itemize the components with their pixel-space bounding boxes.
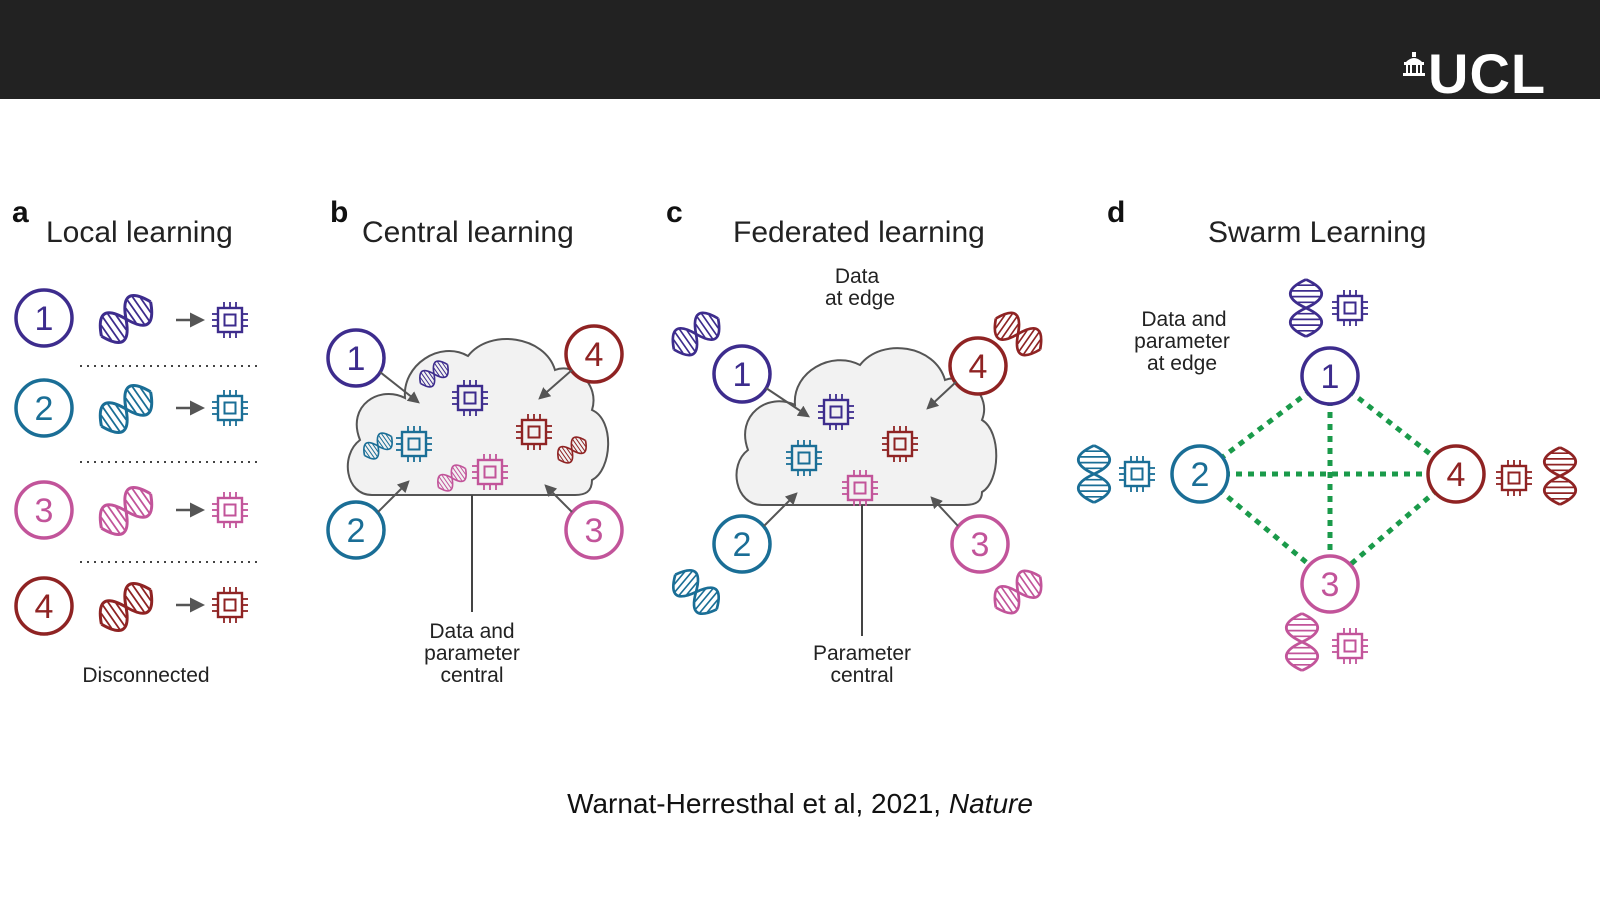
node-1-label: 1 — [733, 356, 752, 394]
arrow-icon — [538, 369, 573, 400]
panel-c-title: Federated learning — [733, 216, 985, 249]
dna-icon — [664, 561, 728, 623]
node-3 — [950, 514, 1010, 574]
panel-b: b Central learning 1 4 2 3 Data and para… — [326, 196, 624, 687]
dna-icon — [986, 562, 1050, 622]
node-2-label: 2 — [35, 390, 54, 428]
node-4-label: 4 — [585, 336, 604, 374]
panel-a: a Local learning 1 2 3 4 — [12, 196, 262, 687]
arrow-icon — [377, 480, 410, 513]
arrow-icon — [926, 381, 957, 410]
panel-d-title: Swarm Learning — [1208, 216, 1426, 249]
node-3 — [564, 500, 624, 560]
node-2-label: 2 — [733, 526, 752, 564]
panel-b-letter: b — [330, 196, 348, 229]
arrow-icon — [765, 387, 810, 418]
node-1 — [14, 288, 74, 348]
panel-d-letter: d — [1107, 196, 1125, 229]
node-1 — [326, 328, 386, 388]
cloud-icon — [735, 347, 998, 506]
panel-c-top-label-line-2: at edge — [825, 287, 895, 310]
dna-icon — [90, 574, 162, 640]
node-2 — [326, 500, 386, 560]
panel-c-caption-line-2: central — [830, 664, 893, 687]
citation-text: Warnat-Herresthal et al, 2021, — [567, 788, 949, 819]
header-bar: UCL — [0, 0, 1600, 104]
dna-icon — [664, 304, 728, 364]
portico-icon — [1403, 52, 1425, 76]
arrow-icon — [544, 484, 573, 513]
chip-icon — [1330, 288, 1370, 328]
dna-icon — [1076, 444, 1112, 504]
node-4 — [1426, 444, 1486, 504]
swarm-links — [1198, 374, 1458, 584]
node-3-label: 3 — [35, 492, 54, 530]
node-1-label: 1 — [35, 300, 54, 338]
node-2-label: 2 — [347, 512, 366, 550]
dna-icon — [1288, 278, 1324, 338]
node-3 — [1300, 554, 1360, 614]
citation-journal: Nature — [948, 788, 1033, 819]
panel-d: d Swarm Learning Data and parameter at e… — [1076, 196, 1578, 672]
citation: Warnat-Herresthal et al, 2021, Nature — [0, 788, 1600, 820]
node-1-label: 1 — [347, 340, 366, 378]
panel-a-row-1: 1 — [14, 286, 250, 352]
chip-icon — [210, 388, 250, 428]
node-4-label: 4 — [35, 588, 54, 626]
node-1 — [1300, 346, 1360, 406]
node-4-label: 4 — [1447, 456, 1466, 494]
panel-c-caption-line-1: Parameter — [813, 642, 911, 665]
chip-icon — [1117, 454, 1157, 494]
node-1-label: 1 — [1321, 358, 1340, 396]
node-4-label: 4 — [969, 348, 988, 386]
chip-icon — [210, 490, 250, 530]
dna-icon — [90, 376, 162, 442]
panel-b-caption-line-3: central — [440, 664, 503, 687]
node-4 — [564, 324, 624, 384]
dna-icon — [90, 478, 162, 544]
dna-icon — [1284, 612, 1320, 672]
node-2 — [14, 378, 74, 438]
arrow-icon — [930, 496, 959, 527]
panel-a-title: Local learning — [46, 216, 233, 249]
arrow-icon — [763, 492, 798, 527]
node-2 — [712, 514, 772, 574]
panel-a-row-2: 2 — [14, 376, 250, 442]
panel-b-title: Central learning — [362, 216, 574, 249]
node-3-label: 3 — [1321, 566, 1340, 604]
panel-d-side-label-line-2: parameter — [1134, 330, 1230, 353]
node-3 — [14, 480, 74, 540]
node-4 — [948, 336, 1008, 396]
panel-c-top-label-line-1: Data — [835, 265, 880, 288]
panel-a-row-3: 3 — [14, 478, 250, 544]
panel-a-caption: Disconnected — [82, 664, 209, 687]
panel-b-caption-line-1: Data and — [429, 620, 514, 643]
dna-icon — [90, 286, 162, 352]
panel-c-letter: c — [666, 196, 683, 229]
node-3-label: 3 — [585, 512, 604, 550]
chip-icon — [210, 300, 250, 340]
chip-icon — [1494, 458, 1534, 498]
node-4 — [14, 576, 74, 636]
panel-d-side-label-line-1: Data and — [1141, 308, 1226, 331]
dna-icon — [1542, 446, 1578, 506]
node-1 — [712, 344, 772, 404]
panel-d-side-label-line-3: at edge — [1147, 352, 1217, 375]
node-2-label: 2 — [1191, 456, 1210, 494]
arrow-icon — [379, 371, 420, 404]
node-3-label: 3 — [971, 526, 990, 564]
panel-a-row-4: 4 — [14, 574, 250, 640]
panel-a-letter: a — [12, 196, 29, 229]
node-2 — [1170, 444, 1230, 504]
chip-icon — [1330, 626, 1370, 666]
chip-icon — [210, 585, 250, 625]
panel-b-caption-line-2: parameter — [424, 642, 520, 665]
panel-c: c Federated learning Data at edge 1 4 2 … — [664, 196, 1050, 687]
logo-text: UCL — [1428, 42, 1547, 105]
